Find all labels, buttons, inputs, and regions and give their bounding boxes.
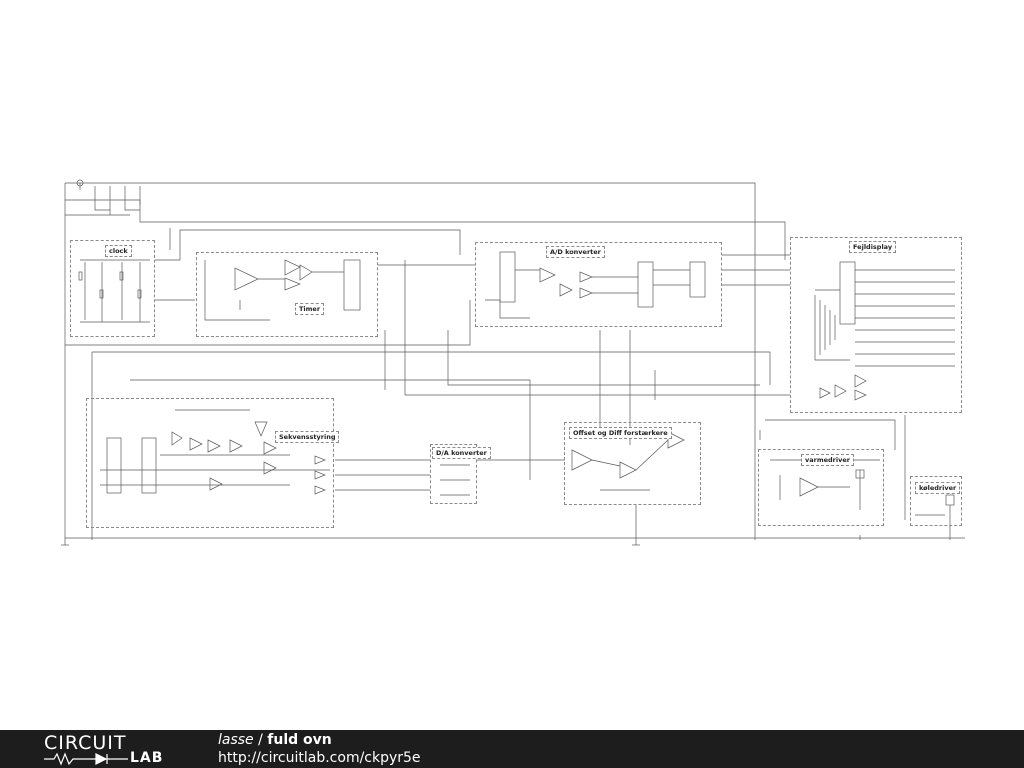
block-varmedriver: varmedriver xyxy=(758,449,884,526)
block-clock: clock xyxy=(70,240,155,337)
block-koledriver: køledriver xyxy=(910,476,962,526)
circuitlab-logo-text[interactable]: CIRCUIT xyxy=(44,732,127,754)
block-offset-diff: Offset og Diff forstærkere xyxy=(564,422,701,505)
block-ad-konverter: A/D konverter xyxy=(475,242,722,327)
block-label-da-konverter: D/A konverter xyxy=(432,447,491,459)
block-label-fejldisplay: Fejldisplay xyxy=(849,241,897,253)
schematic-canvas: clock Timer A/D konverter Fejldisplay Se… xyxy=(61,179,965,546)
block-label-ad-konverter: A/D konverter xyxy=(546,246,605,258)
block-label-varmedriver: varmedriver xyxy=(801,454,854,466)
circuitlab-logo-lab: LAB xyxy=(130,750,164,766)
block-label-koledriver: køledriver xyxy=(915,482,961,494)
block-fejldisplay: Fejldisplay xyxy=(790,237,962,413)
block-label-sekvensstyring: Sekvensstyring xyxy=(275,431,340,443)
block-label-timer: Timer xyxy=(295,303,325,315)
project-name[interactable]: fuld ovn xyxy=(267,732,332,748)
block-label-offset-diff: Offset og Diff forstærkere xyxy=(569,427,672,439)
schematic-title: lasse / fuld ovn xyxy=(218,732,332,748)
footer-bar: CIRCUIT LAB lasse / fuld ovn http://circ… xyxy=(0,730,1024,768)
block-timer: Timer xyxy=(196,252,378,337)
block-da-konverter: D/A konverter xyxy=(430,444,491,504)
author-link[interactable]: lasse xyxy=(218,732,254,748)
block-sekvensstyring: Sekvensstyring xyxy=(86,398,340,528)
schematic-url[interactable]: http://circuitlab.com/ckpyr5e xyxy=(218,750,421,766)
circuit-wave-icon xyxy=(44,752,128,766)
schematic-wiring xyxy=(61,179,965,546)
block-label-clock: clock xyxy=(105,245,132,257)
title-separator: / xyxy=(253,732,268,748)
